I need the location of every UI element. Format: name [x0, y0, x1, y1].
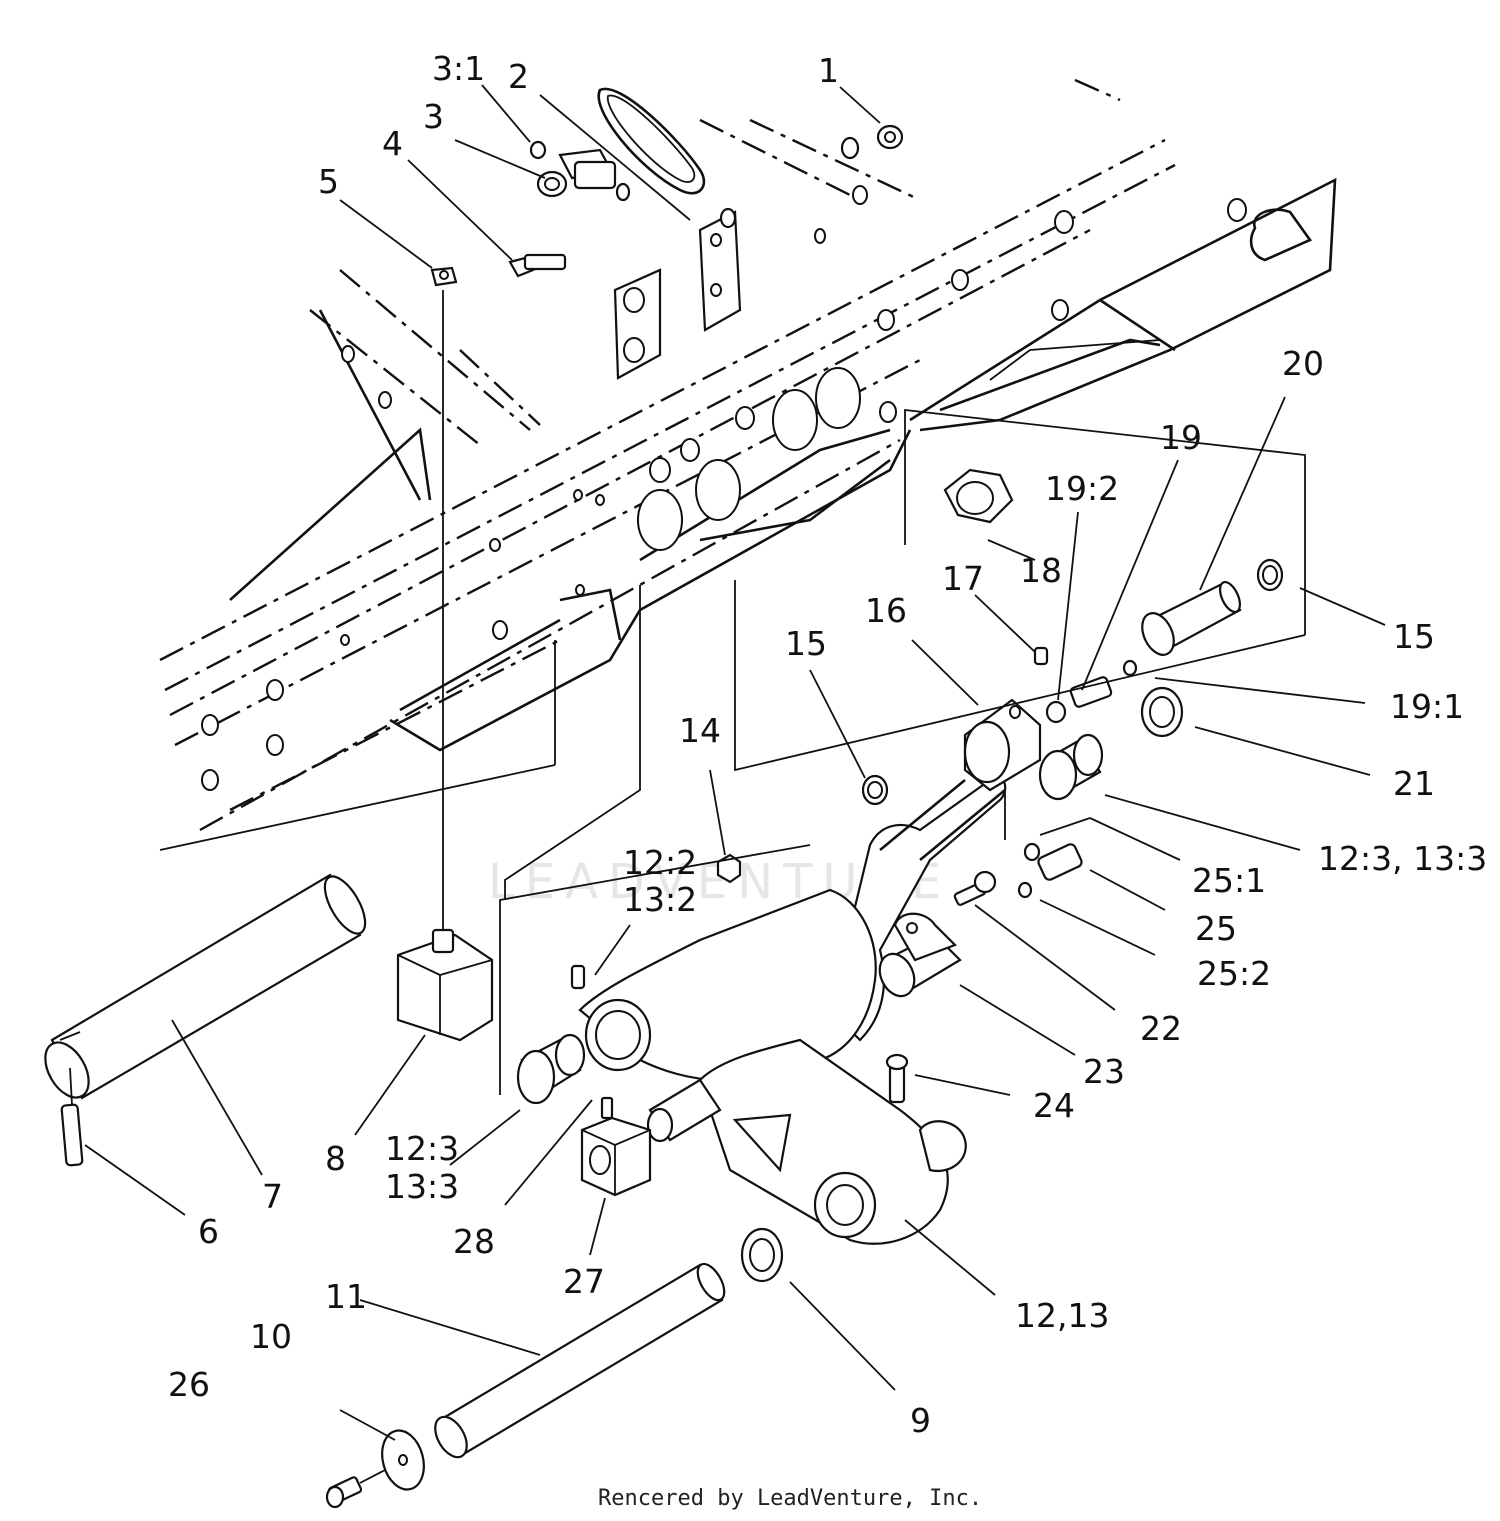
label-2: 2	[508, 57, 529, 96]
top-fittings	[430, 124, 904, 287]
callout-labels: 1 2 3:1 3 4 5 20 19 19:2 18 17 16 15 15 …	[168, 49, 1487, 1440]
label-21: 21	[1393, 764, 1435, 803]
label-12-3: 12:3	[385, 1129, 459, 1168]
block-8	[396, 290, 494, 1042]
label-28: 28	[453, 1222, 495, 1261]
label-19: 19	[1160, 418, 1202, 457]
label-12-13: 12,13	[1015, 1296, 1109, 1335]
label-11: 11	[325, 1277, 367, 1316]
lower-parts	[325, 1033, 784, 1509]
label-24: 24	[1033, 1086, 1075, 1125]
label-8: 8	[325, 1139, 346, 1178]
label-13-3: 13:3	[385, 1167, 459, 1206]
label-1: 1	[818, 51, 839, 90]
label-14: 14	[679, 711, 721, 750]
label-5: 5	[318, 162, 339, 201]
label-27: 27	[563, 1262, 605, 1301]
credit-text: Rencered by LeadVenture, Inc.	[598, 1486, 982, 1511]
label-26: 26	[168, 1365, 210, 1404]
label-15-left: 15	[785, 624, 827, 663]
label-4: 4	[382, 124, 403, 163]
label-19-1: 19:1	[1390, 687, 1464, 726]
label-12-2: 12:2	[623, 843, 697, 882]
label-12-3-13-3: 12:3, 13:3	[1318, 839, 1487, 878]
label-19-2: 19:2	[1045, 469, 1119, 508]
right-side-parts	[570, 468, 1284, 1104]
label-22: 22	[1140, 1009, 1182, 1048]
arm-assembly	[578, 698, 1042, 1245]
label-20: 20	[1282, 344, 1324, 383]
label-3: 3	[423, 97, 444, 136]
leader-lines	[84, 84, 1386, 1441]
label-9: 9	[910, 1401, 931, 1440]
label-10: 10	[250, 1317, 292, 1356]
label-23: 23	[1083, 1052, 1125, 1091]
label-6: 6	[198, 1212, 219, 1251]
label-25-1: 25:1	[1192, 861, 1266, 900]
label-7: 7	[262, 1177, 283, 1216]
label-13-2: 13:2	[623, 880, 697, 919]
label-25: 25	[1195, 909, 1237, 948]
label-15-right: 15	[1393, 617, 1435, 656]
label-3-1: 3:1	[432, 49, 485, 88]
label-16: 16	[865, 591, 907, 630]
label-18: 18	[1020, 551, 1062, 590]
pivot-pin-7	[44, 873, 367, 1167]
label-17: 17	[942, 559, 984, 598]
reference-boxes	[159, 408, 1306, 1095]
label-25-2: 25:2	[1197, 954, 1271, 993]
